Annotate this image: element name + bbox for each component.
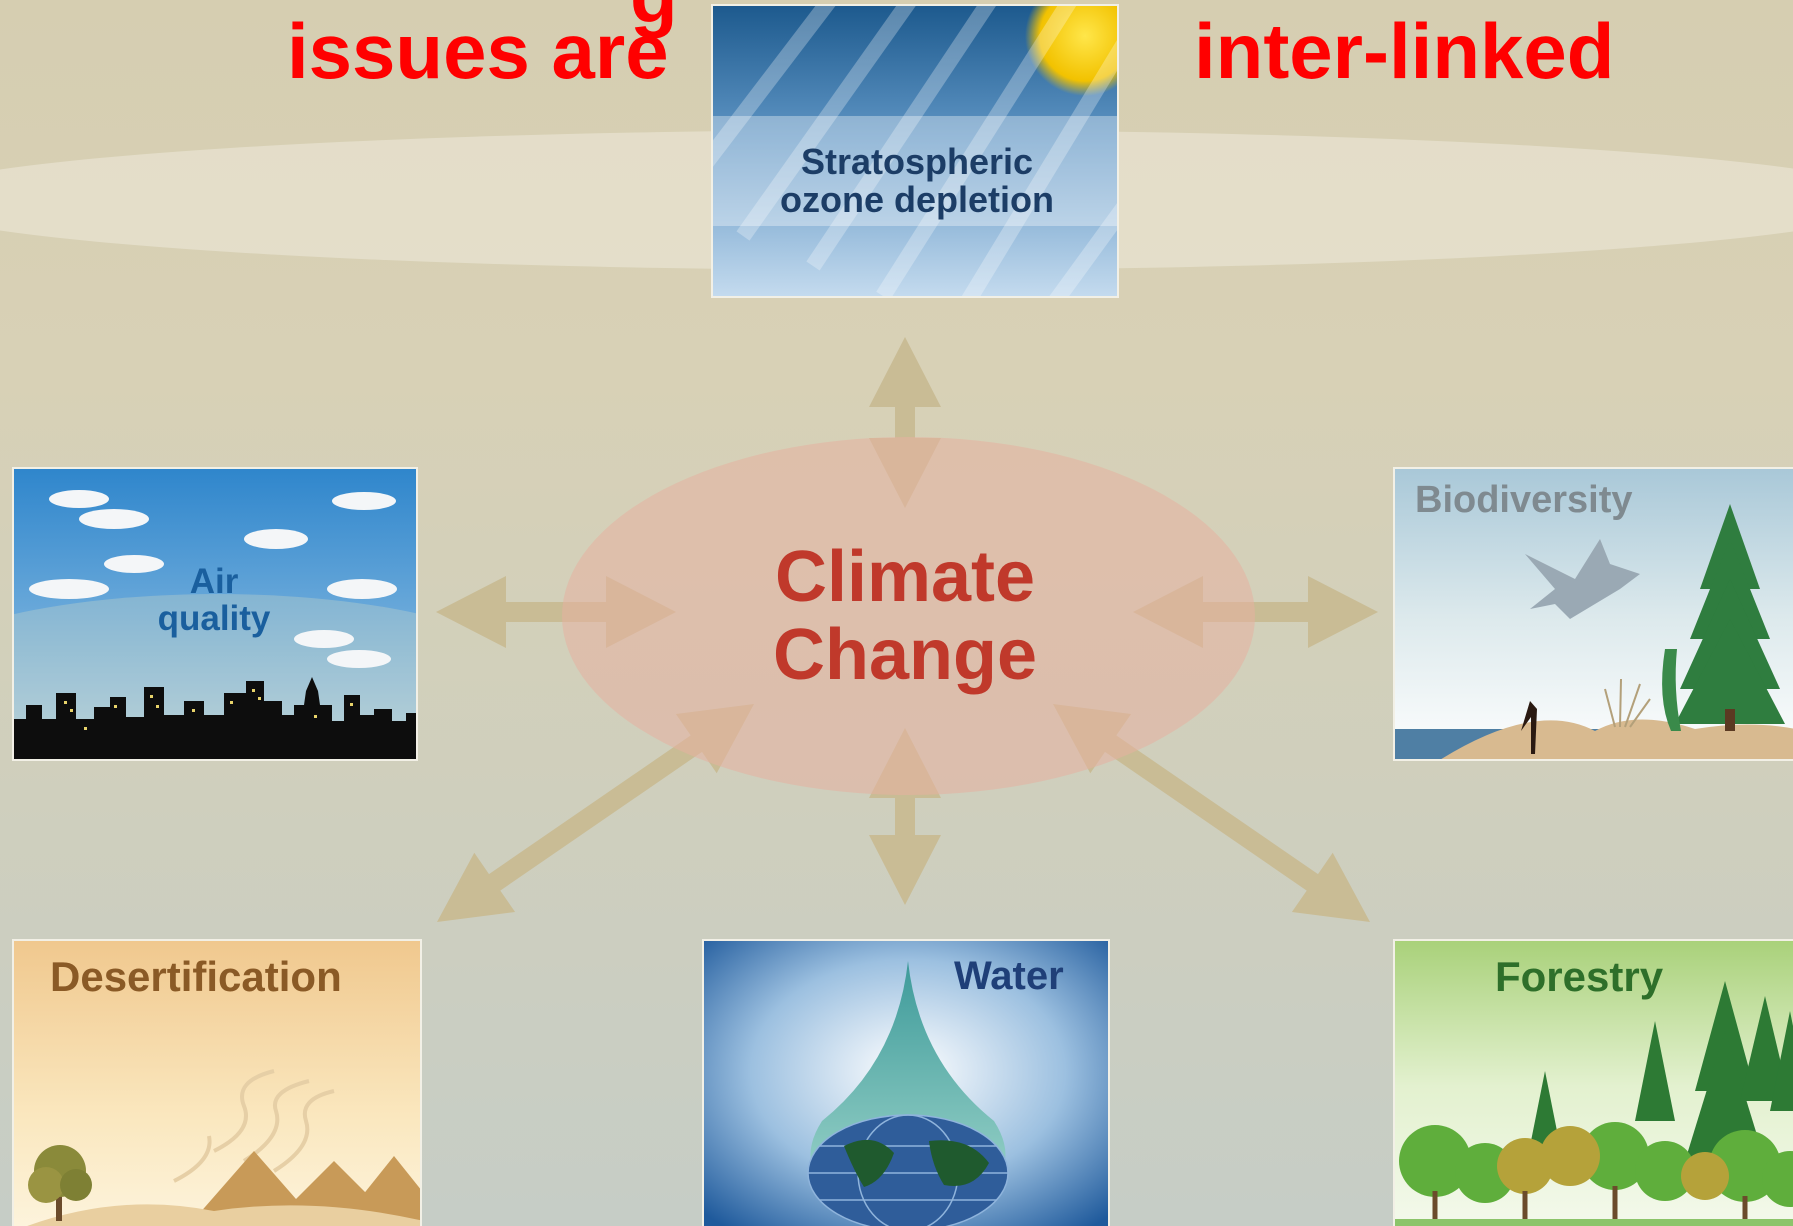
desertification-illustration	[14, 941, 420, 1226]
desertification-label: Desertification	[50, 953, 342, 1000]
ozone-illustration	[713, 6, 1117, 296]
desertification-panel: Desertification	[12, 939, 422, 1226]
arrow-forestry	[1053, 704, 1370, 922]
ozone-label-line2: ozone depletion	[780, 178, 1054, 220]
water-panel: Water	[702, 939, 1110, 1226]
air-quality-label-line1: Air	[189, 562, 239, 601]
center-ellipse	[562, 437, 1255, 795]
wind-icon	[173, 1069, 335, 1183]
air-quality-panel: Air quality	[12, 467, 418, 761]
forestry-illustration	[1395, 941, 1793, 1226]
water-label: Water	[954, 954, 1064, 998]
center-label-line2: Change	[772, 615, 1038, 695]
biodiversity-illustration	[1395, 469, 1793, 759]
sun-icon	[1025, 6, 1117, 96]
forestry-panel: Forestry	[1393, 939, 1793, 1226]
biodiversity-label: Biodiversity	[1415, 479, 1633, 521]
deciduous-trees	[1399, 1122, 1793, 1207]
tree-icon	[1675, 504, 1785, 724]
forestry-label: Forestry	[1495, 953, 1664, 1000]
center-label-line1: Climate	[774, 537, 1036, 617]
cloud-icons	[29, 490, 397, 668]
title-line2-right: inter-linked	[1194, 7, 1615, 95]
arrow-desertification	[437, 704, 754, 922]
title-line1-partial: g	[630, 0, 678, 34]
biodiversity-panel: Biodiversity	[1393, 467, 1793, 761]
air-quality-illustration	[14, 469, 416, 759]
center-label: Climate Change	[700, 538, 1110, 694]
ozone-panel: Stratospheric ozone depletion	[711, 4, 1119, 298]
water-illustration	[704, 941, 1108, 1226]
frog-icon	[1521, 701, 1537, 754]
ozone-label-line1: Stratospheric	[800, 141, 1034, 182]
bird-icon	[1525, 539, 1640, 619]
city-skyline	[14, 677, 416, 759]
air-quality-label-line2: quality	[157, 598, 271, 638]
title-line2-left: issues are	[287, 7, 669, 95]
shrub-icon	[28, 1145, 92, 1221]
